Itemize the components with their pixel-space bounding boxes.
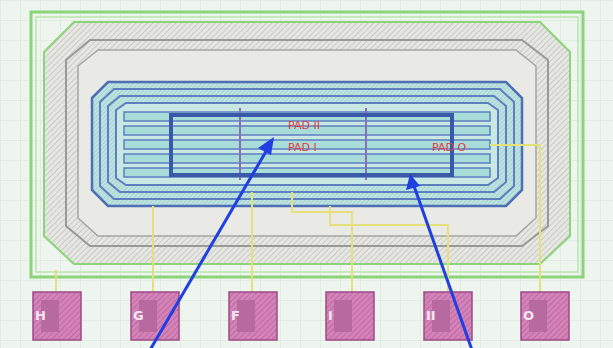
bond-pad: F xyxy=(229,292,277,340)
pad-label: PAD O xyxy=(432,142,466,154)
pad-name: G xyxy=(133,309,144,322)
pad-label: PAD II xyxy=(288,120,320,132)
pad-name: H xyxy=(35,309,46,322)
bond-pad: H xyxy=(33,292,81,340)
bond-pad: II xyxy=(424,292,472,340)
pad-name: I xyxy=(328,309,333,322)
pad-label: PAD I xyxy=(288,142,317,154)
bond-pad: G xyxy=(131,292,179,340)
bond-pad: O xyxy=(521,292,569,340)
pad-name: O xyxy=(523,309,534,322)
pad-name: F xyxy=(231,309,240,322)
bond-pad: I xyxy=(326,292,374,340)
pad-name: II xyxy=(426,309,436,322)
